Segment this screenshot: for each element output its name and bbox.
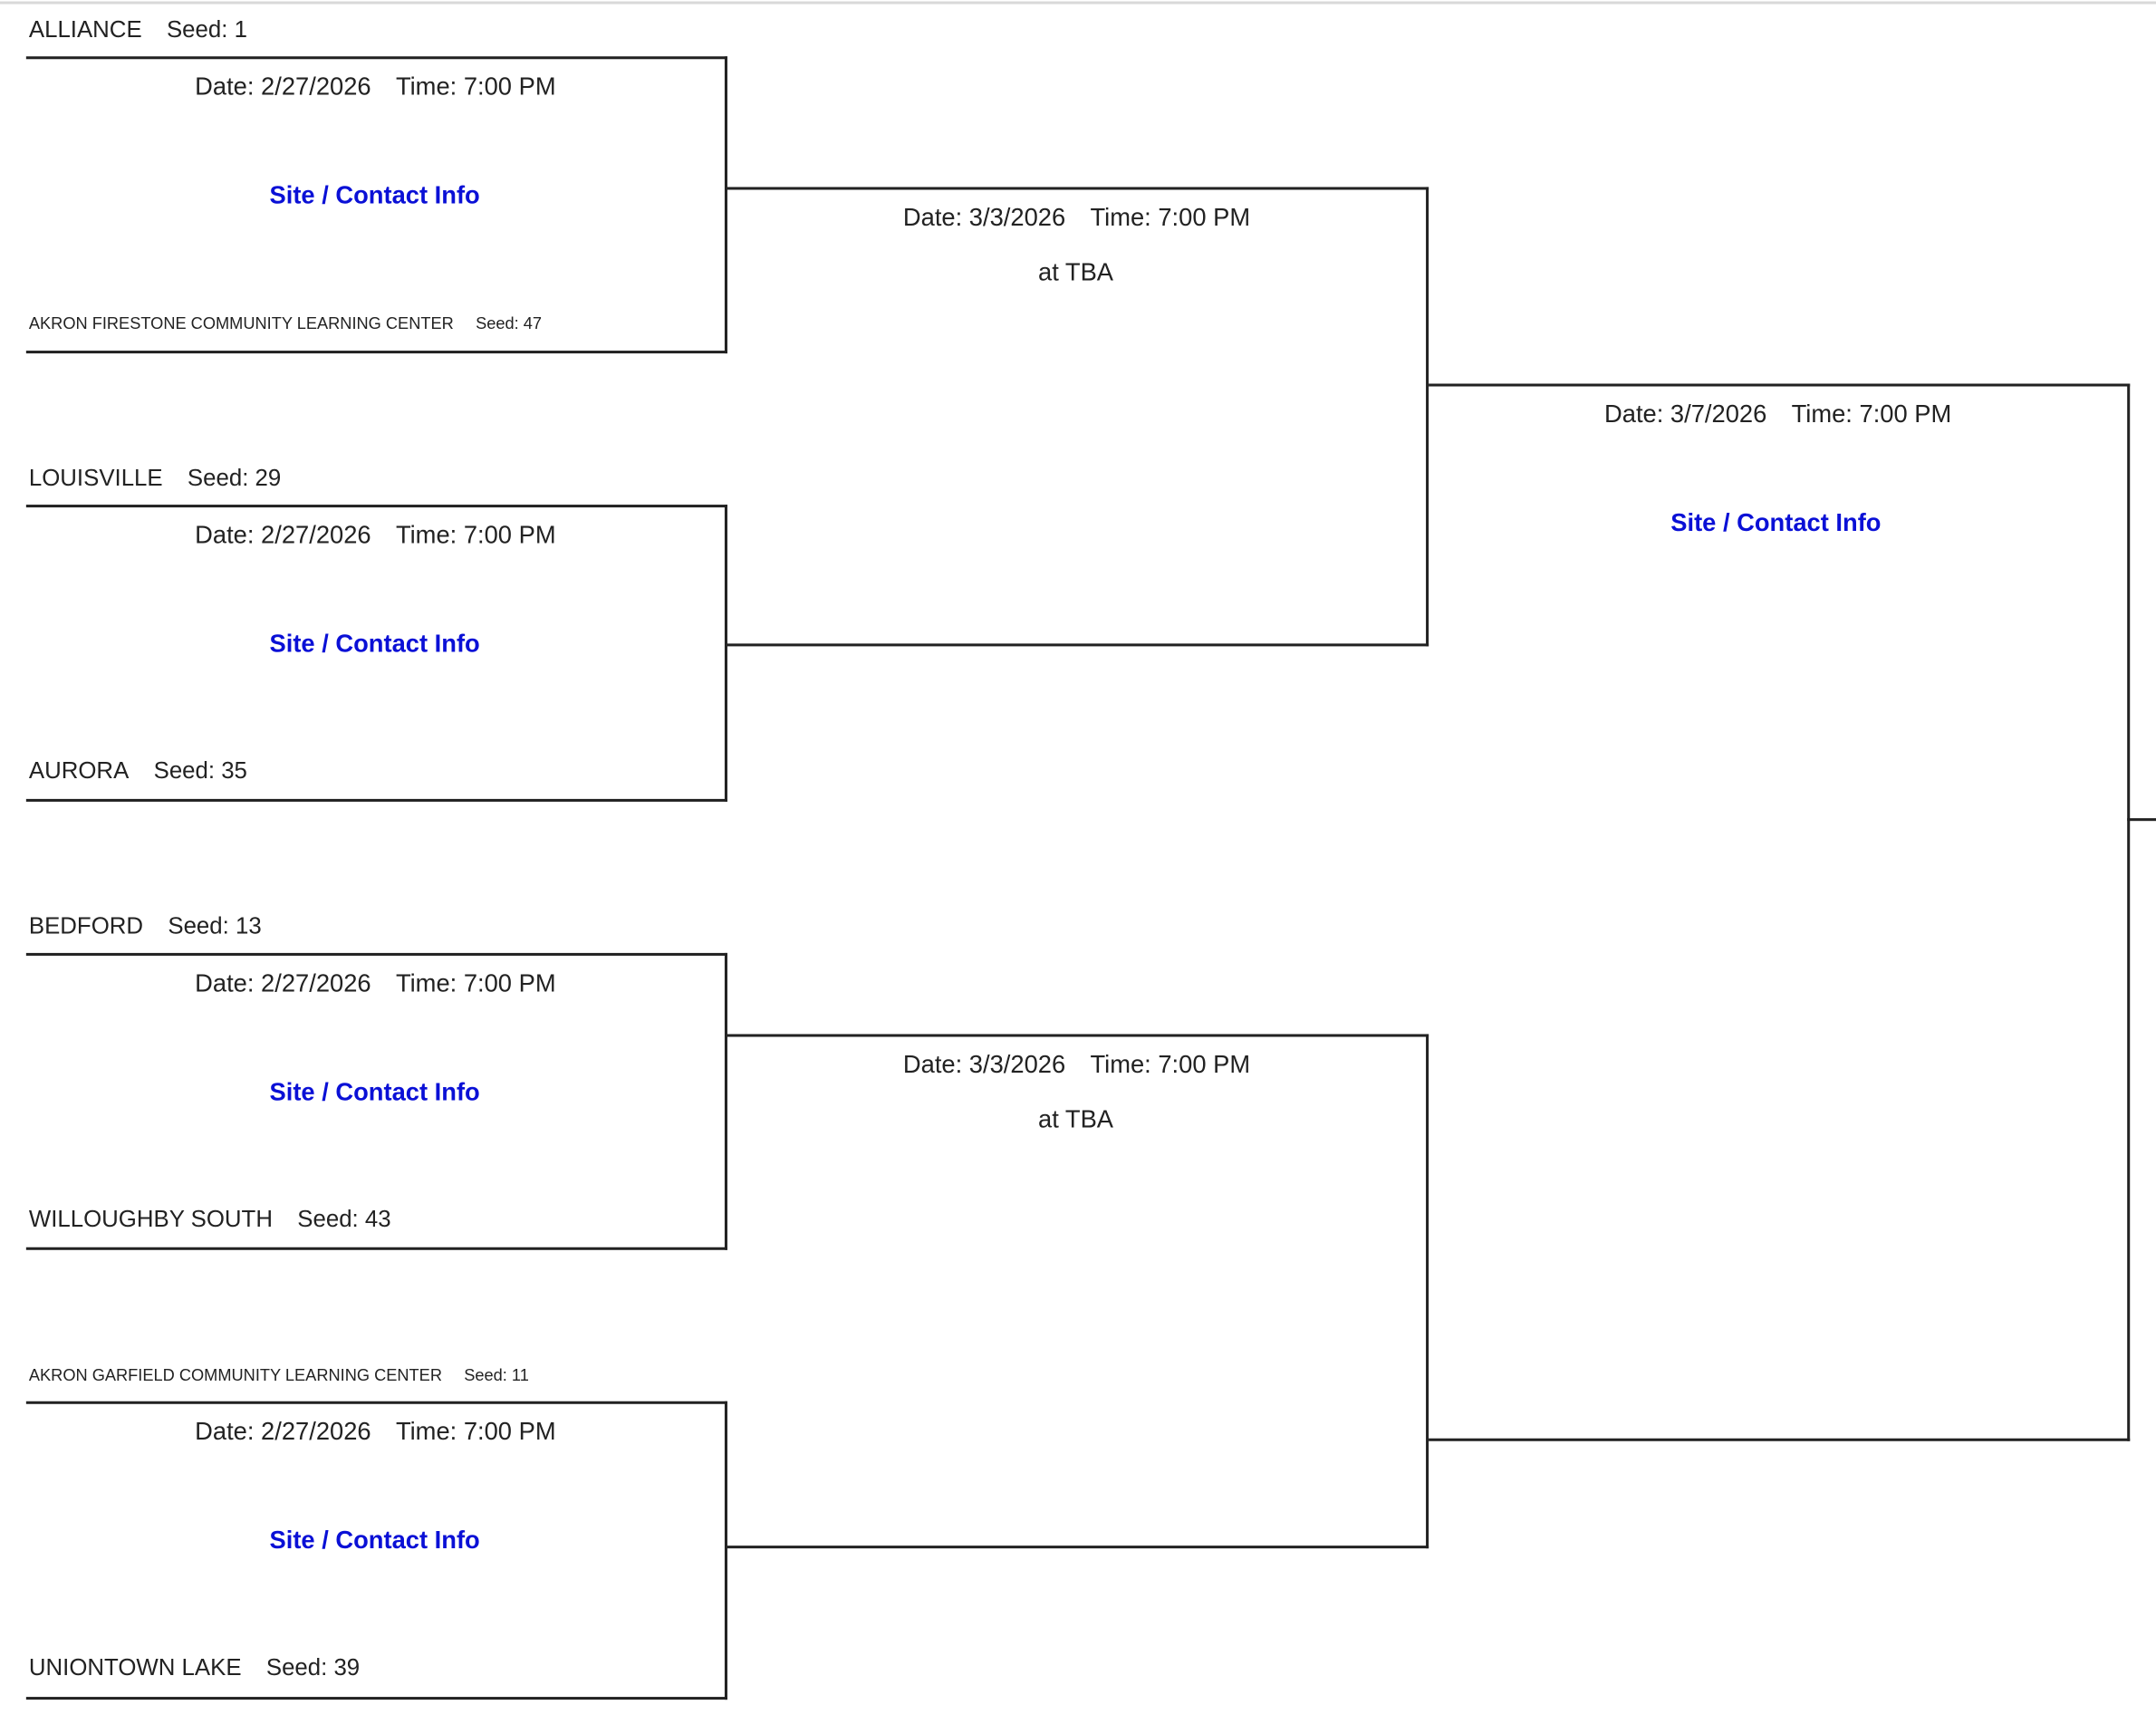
game-box-r3-1 (1429, 383, 2131, 1441)
bracket-connector (2127, 818, 2156, 822)
team-name: LOUISVILLE (28, 465, 163, 491)
site-contact-link[interactable]: Site / Contact Info (269, 630, 480, 658)
team-name: AURORA (28, 757, 130, 785)
team-akron-firestone: AKRON FIRESTONE COMMUNITY LEARNING CENTE… (29, 308, 542, 338)
team-name: BEDFORD (28, 912, 144, 939)
game-box-r2-2 (727, 1034, 1429, 1549)
team-akron-garfield: AKRON GARFIELD COMMUNITY LEARNING CENTER… (29, 1360, 529, 1390)
team-aurora: AURORA Seed: 35 (29, 756, 247, 786)
game-box-r1-4 (25, 1401, 727, 1700)
top-divider (0, 1, 2156, 5)
team-louisville: LOUISVILLE Seed: 29 (29, 464, 281, 494)
site-contact-link[interactable]: Site / Contact Info (269, 1526, 480, 1555)
game-datetime: Date: 2/27/2026 Time: 7:00 PM (26, 520, 725, 550)
game-date: Date: 2/27/2026 (195, 969, 371, 997)
team-bedford: BEDFORD Seed: 13 (29, 911, 262, 941)
game-box-r1-2 (25, 505, 727, 802)
team-seed: Seed: 47 (476, 313, 543, 333)
team-seed: Seed: 43 (297, 1206, 391, 1233)
site-contact-link[interactable]: Site / Contact Info (269, 1078, 480, 1106)
game-box-r2-1 (727, 187, 1429, 647)
team-seed: Seed: 39 (265, 1654, 361, 1681)
game-time: Time: 7:00 PM (395, 72, 556, 101)
game-datetime: Date: 3/3/2026 Time: 7:00 PM (727, 1049, 1426, 1079)
team-alliance: ALLIANCE Seed: 1 (29, 15, 247, 45)
game-time: Time: 7:00 PM (1090, 203, 1251, 232)
game-datetime: Date: 2/27/2026 Time: 7:00 PM (26, 72, 725, 101)
game-datetime: Date: 3/3/2026 Time: 7:00 PM (727, 202, 1426, 232)
game-box-r1-3 (25, 952, 727, 1250)
team-name: AKRON FIRESTONE COMMUNITY LEARNING CENTE… (28, 313, 454, 333)
team-name: WILLOUGHBY SOUTH (28, 1206, 273, 1233)
team-name: ALLIANCE (28, 16, 142, 43)
game-time: Time: 7:00 PM (1090, 1050, 1251, 1079)
team-seed: Seed: 13 (168, 912, 262, 939)
game-date: Date: 3/3/2026 (902, 1050, 1066, 1079)
team-name: UNIONTOWN LAKE (28, 1654, 242, 1681)
game-venue: at TBA (1038, 1105, 1114, 1133)
team-seed: Seed: 11 (464, 1365, 529, 1385)
team-willoughby-south: WILLOUGHBY SOUTH Seed: 43 (29, 1205, 391, 1235)
game-date: Date: 2/27/2026 (195, 521, 371, 549)
game-date: Date: 3/3/2026 (902, 203, 1066, 232)
game-datetime: Date: 2/27/2026 Time: 7:00 PM (26, 1416, 725, 1446)
game-time: Time: 7:00 PM (395, 969, 556, 997)
game-date: Date: 2/27/2026 (195, 72, 371, 101)
game-time: Time: 7:00 PM (395, 1417, 556, 1446)
team-uniontown-lake: UNIONTOWN LAKE Seed: 39 (29, 1653, 360, 1683)
game-time: Time: 7:00 PM (1791, 400, 1952, 429)
team-name: AKRON GARFIELD COMMUNITY LEARNING CENTER (28, 1365, 442, 1385)
game-venue: at TBA (1038, 258, 1114, 286)
team-seed: Seed: 29 (187, 465, 282, 491)
game-box-r1-1 (25, 56, 727, 354)
team-seed: Seed: 35 (153, 757, 247, 785)
team-seed: Seed: 1 (166, 16, 247, 43)
game-date: Date: 3/7/2026 (1604, 400, 1767, 429)
site-contact-link[interactable]: Site / Contact Info (269, 181, 480, 209)
game-datetime: Date: 3/7/2026 Time: 7:00 PM (1429, 399, 2127, 429)
game-time: Time: 7:00 PM (395, 521, 556, 549)
site-contact-link[interactable]: Site / Contact Info (1670, 508, 1882, 536)
game-date: Date: 2/27/2026 (195, 1417, 371, 1446)
game-datetime: Date: 2/27/2026 Time: 7:00 PM (26, 968, 725, 998)
